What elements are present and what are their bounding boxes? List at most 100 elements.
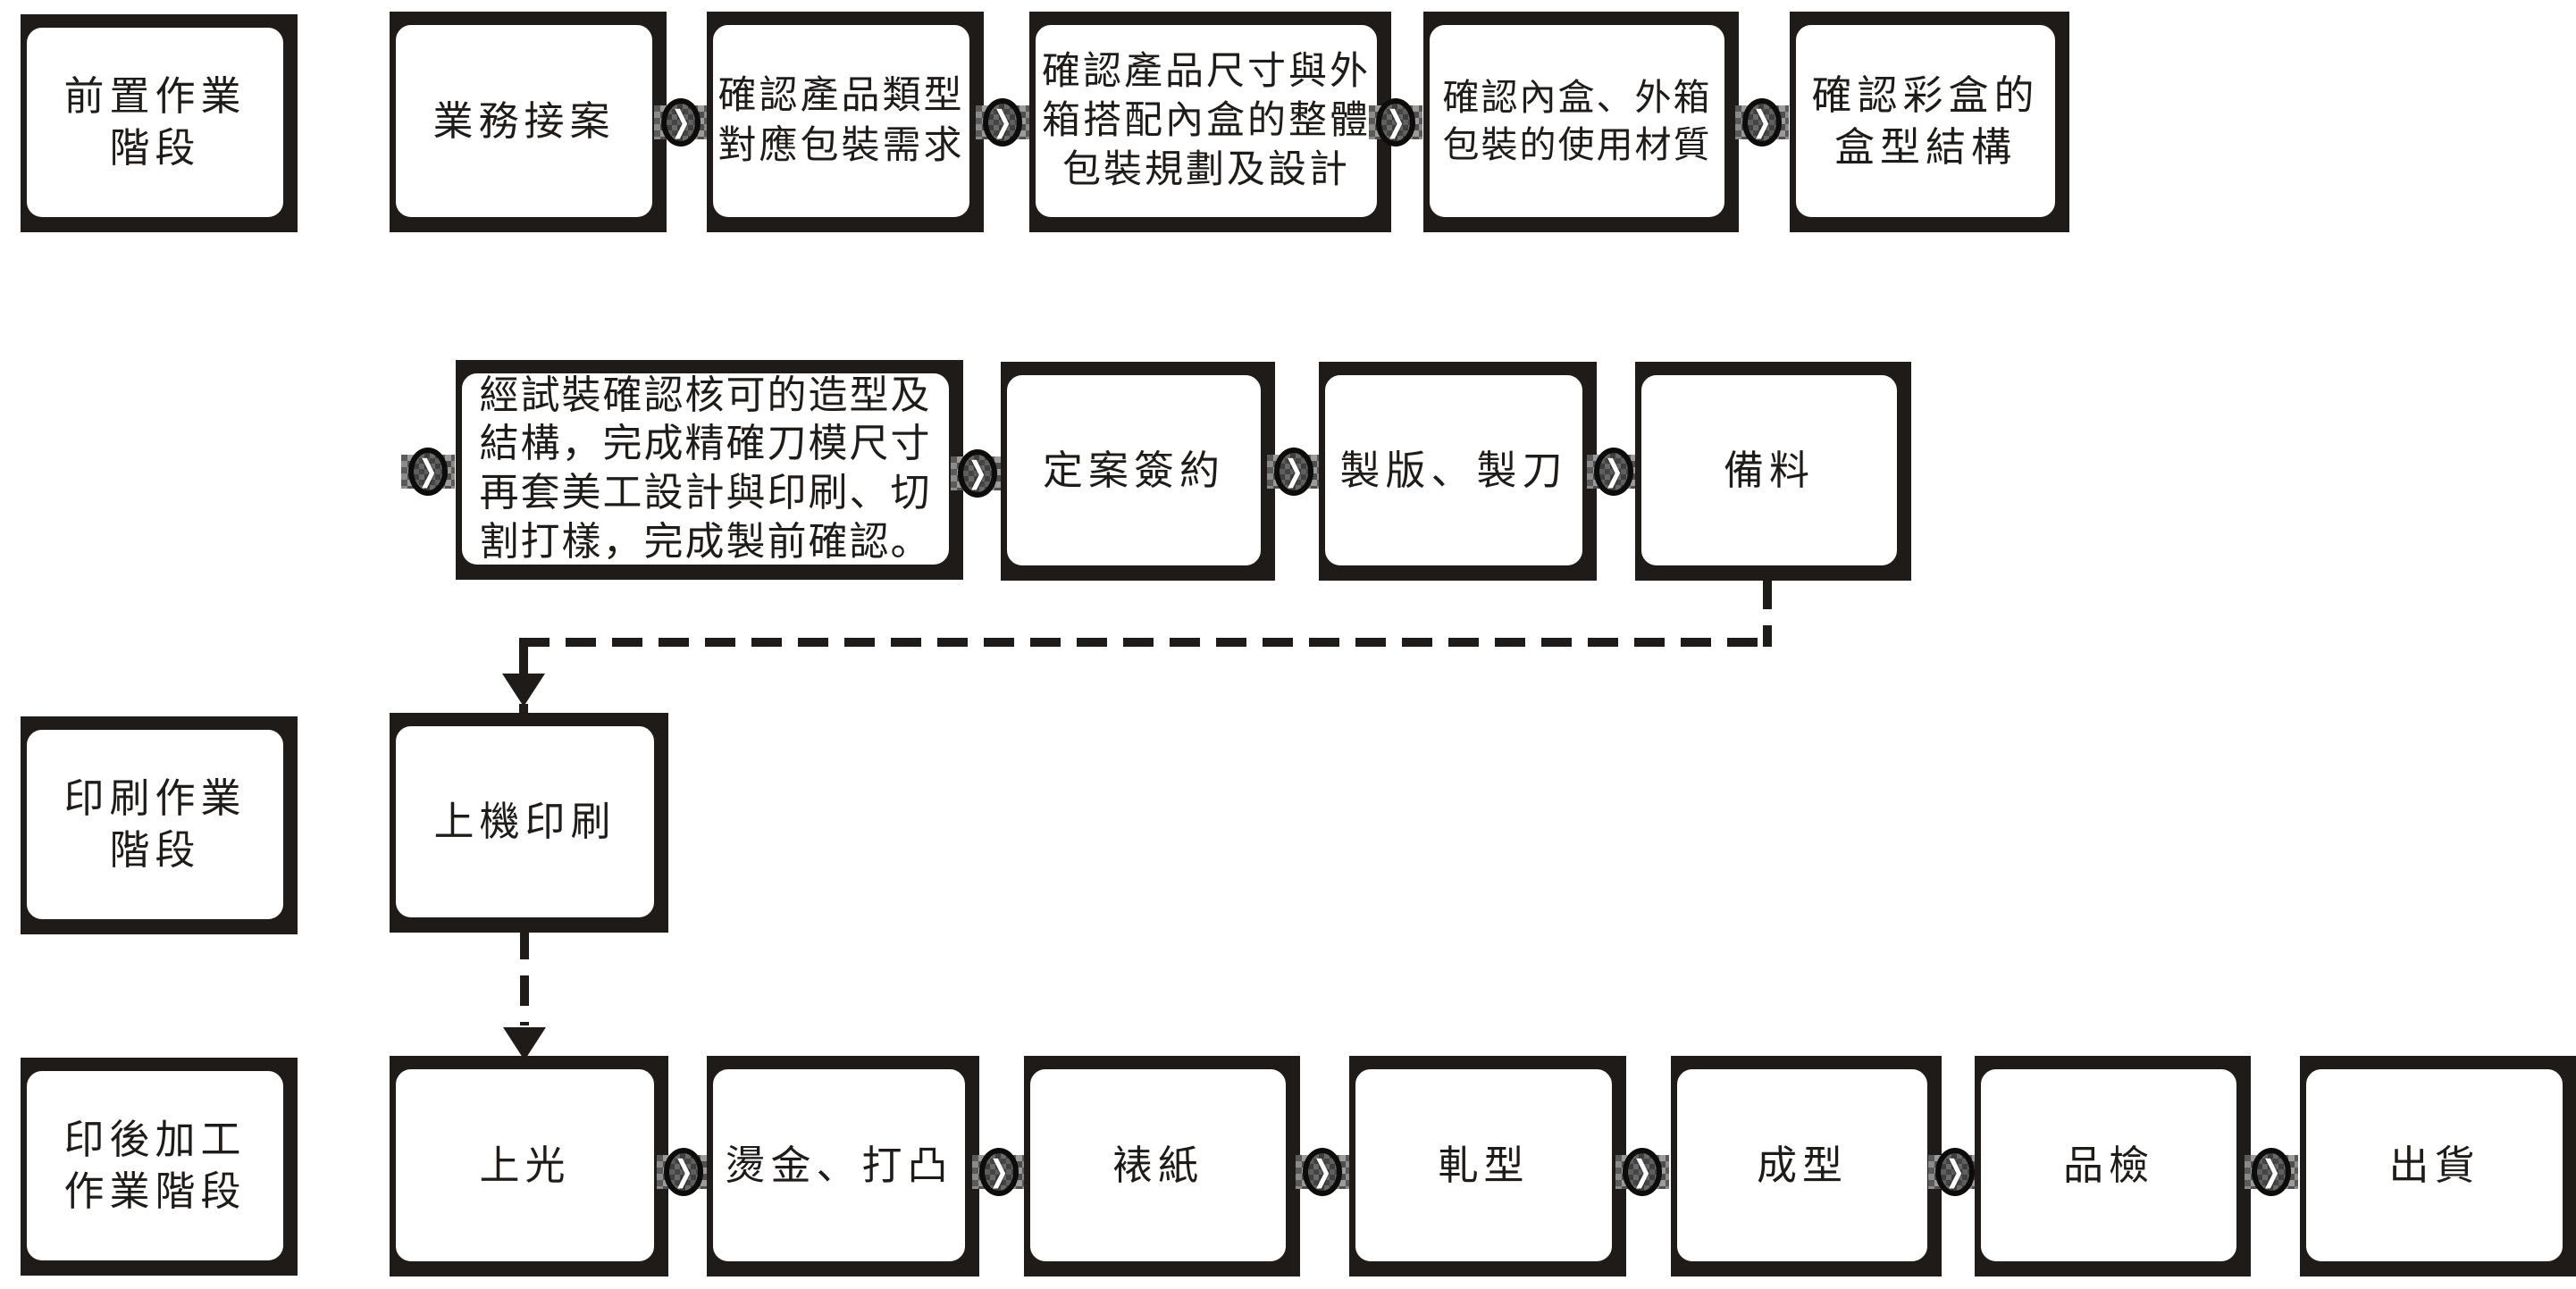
chevron-circle: ❯ <box>958 449 997 498</box>
node-text: 確認產品類型 對應包裝需求 <box>717 73 965 168</box>
node-press-printing: 上機印刷 <box>390 713 668 933</box>
stage-label-printing: 印刷作業 階段 <box>21 716 298 934</box>
flow-arrow-icon: ❯ <box>1369 98 1422 146</box>
node-face <box>1425 21 1729 222</box>
chevron-right-icon: ❯ <box>418 454 438 490</box>
arrowhead-down <box>503 1027 546 1060</box>
node-face <box>2302 1065 2567 1266</box>
stage-label-pre-press: 前置作業 階段 <box>21 14 298 232</box>
node-face <box>22 725 288 924</box>
node-quality-inspection: 品檢 <box>1975 1056 2251 1276</box>
stage-label-post-press: 印後加工 作業階段 <box>21 1058 298 1276</box>
flow-arrow-icon: ❯ <box>976 98 1029 146</box>
node-face <box>1976 1065 2241 1266</box>
node-material-preparation: 備料 <box>1635 362 1911 581</box>
node-prepress-confirmation: 經試裝確認核可的造型及 結構，完成精確刀模尺寸 再套美工設計與印刷、切 割打樣，… <box>456 360 963 580</box>
node-die-cutting: 軋型 <box>1349 1056 1626 1276</box>
chevron-circle: ❯ <box>1742 98 1782 146</box>
node-foil-embossing: 燙金、打凸 <box>707 1056 979 1276</box>
chevron-circle: ❯ <box>661 98 701 146</box>
node-face <box>22 23 288 222</box>
node-face <box>1673 1065 1932 1266</box>
node-text: 軋型 <box>1438 1141 1530 1189</box>
chevron-circle: ❯ <box>2252 1148 2291 1196</box>
flow-arrow-icon: ❯ <box>401 448 455 496</box>
node-confirm-size-design: 確認產品尺寸與外 箱搭配內盒的整體 包裝規劃及設計 <box>1029 12 1391 232</box>
dashed-line-vertical <box>1763 579 1772 647</box>
chevron-right-icon: ❯ <box>1945 1154 1965 1190</box>
node-face <box>709 21 974 222</box>
flow-arrow-icon: ❯ <box>1296 1148 1349 1196</box>
node-confirm-box-structure: 確認彩盒的 盒型結構 <box>1790 12 2069 232</box>
chevron-circle: ❯ <box>983 98 1022 146</box>
node-forming: 成型 <box>1671 1056 1942 1276</box>
chevron-circle: ❯ <box>664 1148 703 1196</box>
dashed-line-vertical <box>519 647 528 674</box>
flow-arrow-icon: ❯ <box>1587 448 1640 496</box>
node-paper-mounting: 裱紙 <box>1024 1056 1300 1276</box>
node-text: 品檢 <box>2062 1141 2154 1189</box>
node-confirm-material: 確認內盒、外箱 包裝的使用材質 <box>1423 12 1739 232</box>
node-text: 燙金、打凸 <box>725 1141 953 1189</box>
node-face <box>391 722 659 922</box>
stage-label-text: 印刷作業 階段 <box>63 774 247 874</box>
chevron-circle: ❯ <box>979 1148 1019 1196</box>
node-contract-signing: 定案簽約 <box>1001 362 1275 581</box>
node-face <box>1003 371 1265 570</box>
chevron-circle: ❯ <box>1623 1148 1662 1196</box>
node-plate-die-making: 製版、製刀 <box>1319 362 1597 581</box>
chevron-circle: ❯ <box>1376 98 1415 146</box>
flow-arrow-icon: ❯ <box>657 1148 710 1196</box>
node-face <box>1791 21 2060 222</box>
node-face <box>709 1065 969 1266</box>
node-text: 製版、製刀 <box>1339 446 1568 494</box>
node-text: 經試裝確認核可的造型及 結構，完成精確刀模尺寸 再套美工設計與印刷、切 割打樣，… <box>479 372 932 565</box>
flow-arrow-icon: ❯ <box>951 449 1004 498</box>
flow-arrow-icon: ❯ <box>972 1148 1026 1196</box>
flow-arrow-icon: ❯ <box>654 98 708 146</box>
flow-arrow-icon: ❯ <box>1267 448 1321 496</box>
arrowhead-down <box>502 674 545 707</box>
node-text: 定案簽約 <box>1042 446 1225 494</box>
node-face <box>22 1067 288 1265</box>
node-shipping: 出貨 <box>2300 1056 2576 1276</box>
chevron-right-icon: ❯ <box>2261 1154 2281 1190</box>
chevron-right-icon: ❯ <box>968 456 987 491</box>
node-face <box>1637 371 1901 570</box>
flow-arrow-icon: ❯ <box>1615 1148 1669 1196</box>
chevron-circle: ❯ <box>408 448 448 496</box>
node-text: 出貨 <box>2388 1141 2480 1189</box>
node-text: 業務接案 <box>432 96 616 145</box>
dashed-line-vertical <box>520 929 529 1025</box>
node-coating: 上光 <box>390 1056 668 1276</box>
chevron-right-icon: ❯ <box>1313 1154 1332 1190</box>
node-face <box>457 369 953 569</box>
chevron-circle: ❯ <box>1594 448 1633 496</box>
stage-label-text: 前置作業 階段 <box>63 72 247 172</box>
chevron-right-icon: ❯ <box>1284 454 1304 490</box>
node-text: 確認彩盒的 盒型結構 <box>1811 71 2040 171</box>
chevron-circle: ❯ <box>1274 448 1313 496</box>
node-business-intake: 業務接案 <box>390 12 667 232</box>
dashed-line-horizontal <box>519 638 1772 647</box>
node-text: 裱紙 <box>1112 1141 1204 1189</box>
chevron-right-icon: ❯ <box>674 1154 693 1190</box>
node-face <box>1351 1065 1616 1266</box>
flow-arrow-icon: ❯ <box>1735 98 1789 146</box>
chevron-right-icon: ❯ <box>1752 105 1772 140</box>
node-text: 上光 <box>479 1141 571 1189</box>
chevron-right-icon: ❯ <box>1632 1154 1652 1190</box>
node-face <box>1026 1065 1290 1266</box>
stage-label-text: 印後加工 作業階段 <box>63 1116 247 1215</box>
chevron-circle: ❯ <box>1303 1148 1342 1196</box>
node-face <box>391 21 657 222</box>
node-text: 成型 <box>1756 1141 1848 1189</box>
chevron-right-icon: ❯ <box>671 105 691 140</box>
node-text: 備料 <box>1723 446 1815 494</box>
node-face <box>1321 371 1587 570</box>
chevron-right-icon: ❯ <box>993 105 1012 140</box>
chevron-right-icon: ❯ <box>1604 454 1624 490</box>
chevron-right-icon: ❯ <box>1386 105 1405 140</box>
node-face <box>391 1065 659 1266</box>
